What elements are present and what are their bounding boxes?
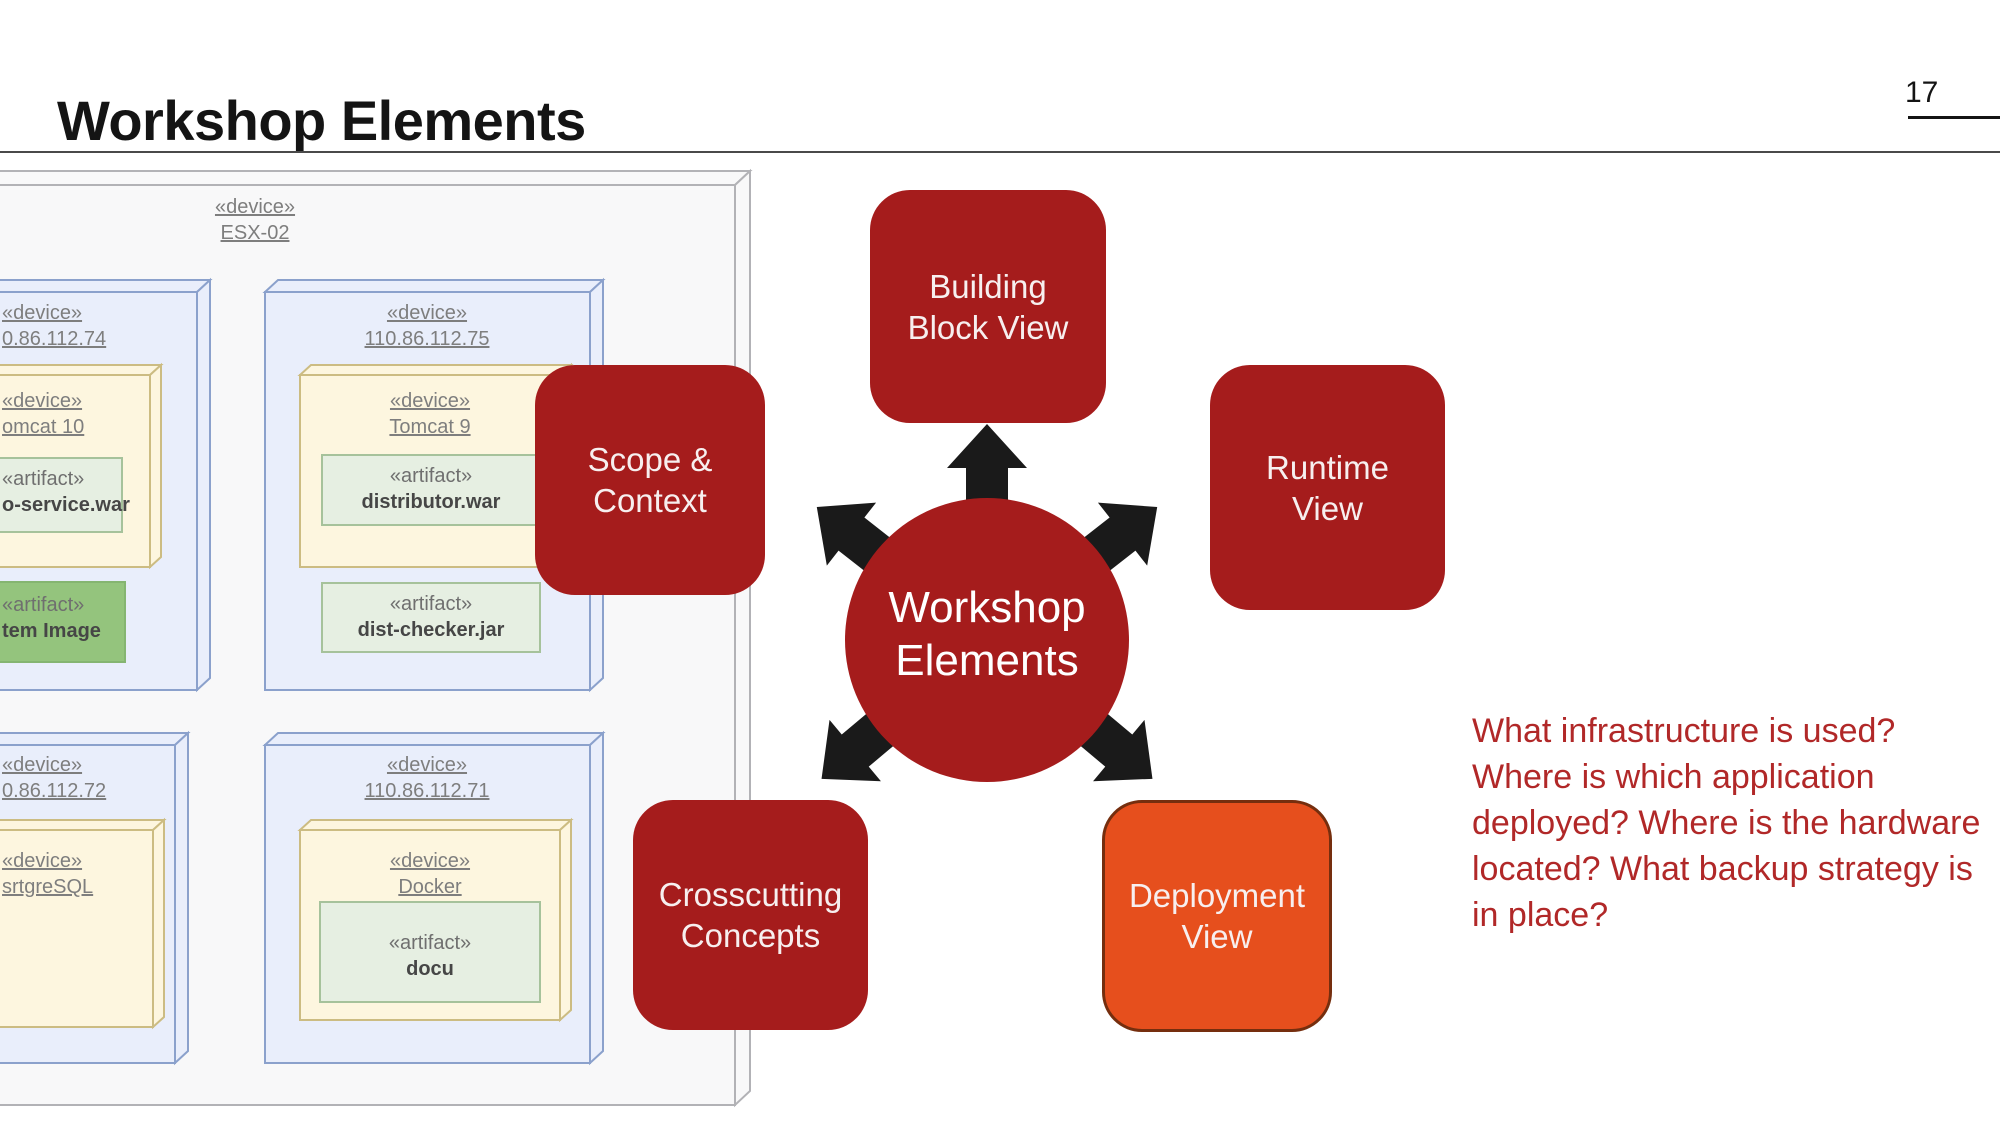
page-number: 17 [1905,76,1939,109]
artifact-docu-label: «artifact» docu [388,932,472,980]
question-line: in place? [1472,896,1609,934]
spoke-building-block-view: Building Block View [870,190,1106,423]
page-title: Workshop Elements [57,89,586,152]
artifact-system-image-label: «artifact» tem Image [2,594,101,642]
device-ip72-label: «device» 0.86.112.72 [2,754,107,802]
esx02-label: «device» ESX-02 [214,196,296,244]
deployment-questions: What infrastructure is used? Where is wh… [1472,708,1980,938]
question-line: Where is which application [1472,758,1875,796]
artifact-service-war-label: «artifact» o-service.war [2,468,130,516]
artifact-dist-checker-label: «artifact» dist-checker.jar [357,593,505,641]
spoke-runtime-view: Runtime View [1210,365,1445,610]
device-ip74-label: «device» 0.86.112.74 [2,302,107,350]
header-divider [0,151,2000,153]
device-ip71-label: «device» 110.86.112.71 [364,754,490,802]
question-line: deployed? Where is the hardware [1472,804,1981,842]
question-line: What infrastructure is used? [1472,712,1896,750]
artifact-shapes [0,454,541,1003]
device-ip75-label: «device» 110.86.112.75 [364,302,490,350]
spoke-crosscutting-concepts: Crosscutting Concepts [633,800,868,1030]
device-docker-label: «device» Docker [389,850,471,898]
artifact-distributor-war-label: «artifact» distributor.war [361,465,501,513]
device-tomcat10-label: «device» omcat 10 [2,390,85,438]
question-line: located? What backup strategy is [1472,850,1973,888]
spoke-deployment-view: Deployment View [1102,800,1332,1032]
device-tomcat9-label: «device» Tomcat 9 [389,390,471,438]
hub-center-label: Workshop Elements [888,583,1086,685]
device-postgresql-label: «device» srtgreSQL [2,850,94,898]
page-number-underline [1908,116,2000,119]
ip-device-nodes [0,277,606,1066]
spoke-scope-context: Scope & Context [535,365,765,595]
